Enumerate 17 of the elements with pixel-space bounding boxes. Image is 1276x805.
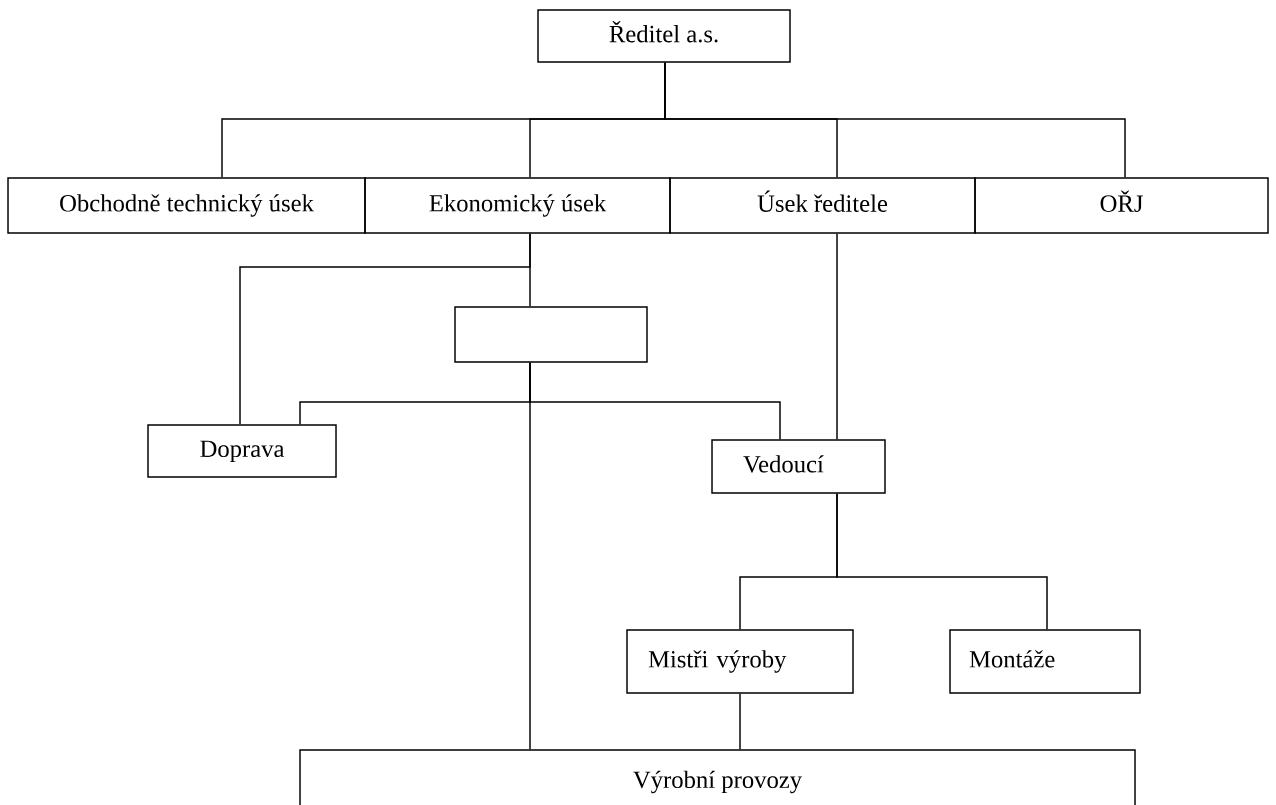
- org-box: Úsek ředitele: [669, 177, 976, 234]
- org-box: Doprava: [147, 424, 337, 478]
- org-box: OŘJ: [974, 177, 1269, 234]
- org-box: Mistři výroby: [626, 629, 854, 694]
- org-box: Ekonomický úsek: [364, 177, 671, 234]
- connector-line: [529, 362, 531, 750]
- org-box: Montáže: [949, 629, 1141, 694]
- connector-line: [836, 233, 838, 440]
- org-box: Vedoucí: [711, 439, 886, 494]
- connector-line: [739, 693, 741, 750]
- connector-line: [836, 493, 1048, 630]
- org-box: Výrobní provozy: [299, 749, 1136, 805]
- org-box: Ředitel a.s.: [537, 9, 791, 63]
- connector-line: [239, 233, 531, 425]
- connector-line: [664, 62, 1126, 178]
- empty-box: [454, 306, 648, 363]
- org-box: Obchodně technický úsek: [7, 177, 366, 234]
